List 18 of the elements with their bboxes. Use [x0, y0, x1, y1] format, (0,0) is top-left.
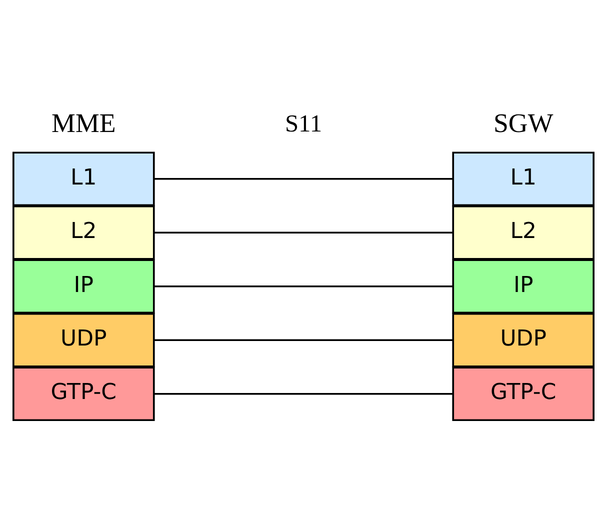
connector: [154, 392, 453, 394]
label: SGW: [494, 107, 554, 138]
node-box: GTP-C: [452, 366, 594, 421]
connector: [154, 338, 453, 341]
connector: [154, 177, 453, 180]
node-box: GTP-C: [12, 366, 155, 421]
connector: [154, 284, 453, 287]
connector: [154, 231, 453, 234]
node-box: UDP: [452, 312, 594, 367]
node-box: L2: [452, 204, 594, 260]
node-box: IP: [452, 258, 594, 314]
node-box: L1: [452, 151, 594, 206]
label: MME: [52, 107, 116, 138]
label: S11: [284, 110, 322, 137]
node-box: L2: [12, 204, 155, 260]
node-box: L1: [12, 151, 155, 206]
node-box: UDP: [12, 312, 155, 367]
node-box: IP: [12, 258, 155, 314]
